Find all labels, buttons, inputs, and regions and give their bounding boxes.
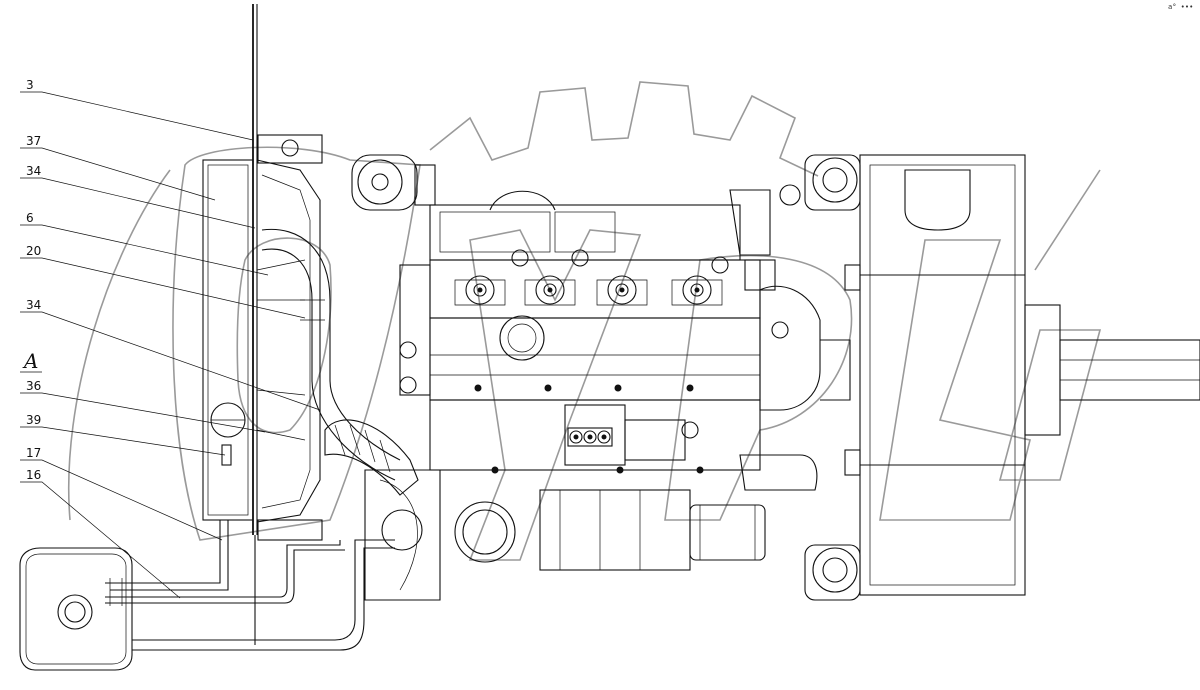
view-label-a: A [22, 349, 38, 373]
callout-37: 37 [26, 134, 41, 148]
leader-lines [20, 91, 321, 599]
callout-39: 39 [26, 413, 41, 427]
fuel-filter-bracket [564, 404, 699, 466]
engine-block [399, 190, 761, 474]
exhaust-manifold [729, 184, 851, 491]
dipstick-tube [252, 4, 258, 645]
callout-17: 17 [26, 446, 41, 460]
starter-motor [539, 489, 766, 571]
callout-labels: 3 37 34 6 20 34 A 36 39 17 16 a° ••• [22, 3, 1193, 482]
fan-shroud [202, 134, 323, 541]
callout-20: 20 [26, 244, 41, 258]
corner-mark: a° ••• [1168, 3, 1193, 11]
callout-3: 3 [26, 78, 34, 92]
turbocharger [364, 469, 516, 601]
callout-16: 16 [26, 468, 41, 482]
watermark-logo [67, 81, 1102, 561]
engine-mounts [804, 154, 861, 601]
callout-34-upper: 34 [26, 164, 41, 178]
callout-6: 6 [26, 211, 34, 225]
fuel-lines [105, 519, 395, 651]
expansion-tank [210, 402, 246, 466]
alternator [351, 154, 436, 211]
flywheel-housing [844, 154, 1200, 596]
oil-tank [19, 547, 133, 671]
callout-34-lower: 34 [26, 298, 41, 312]
coolant-hoses [261, 228, 419, 496]
injector-row [454, 275, 723, 306]
callout-36: 36 [26, 379, 41, 393]
